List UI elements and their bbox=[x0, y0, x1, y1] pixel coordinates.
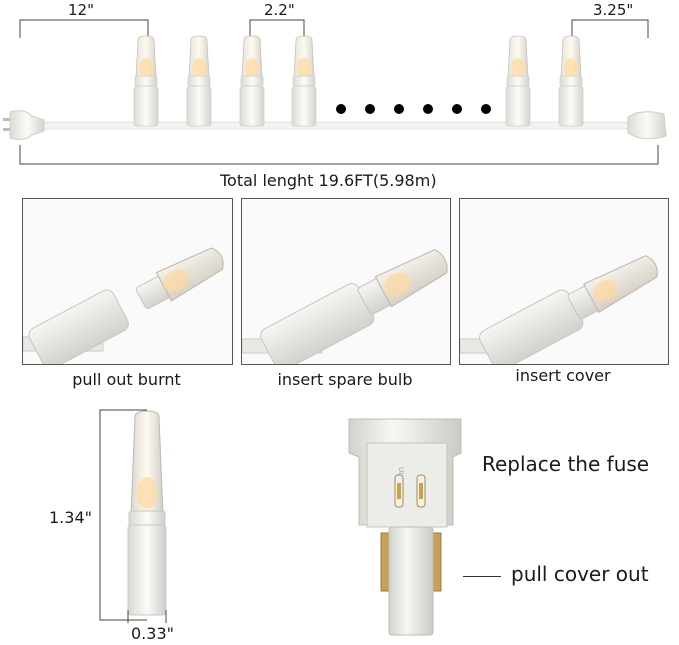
female-plug-icon bbox=[627, 111, 667, 140]
fuse-plug: UL bbox=[345, 415, 465, 640]
dim-label-spacing-bulbs: 2.2" bbox=[264, 1, 295, 19]
replace-fuse-label: Replace the fuse bbox=[482, 452, 650, 476]
step-panel-pull-out bbox=[22, 198, 233, 365]
step-caption-pull-out: pull out burnt bbox=[72, 370, 181, 389]
total-length-bracket bbox=[19, 145, 659, 165]
wire bbox=[35, 121, 635, 130]
bulb-dimension-diagram bbox=[95, 405, 185, 625]
step-panel-insert-cover bbox=[459, 198, 669, 365]
ellipsis-dots bbox=[336, 104, 491, 114]
bulb-width-label: 0.33" bbox=[131, 624, 174, 643]
string-diagram bbox=[0, 0, 679, 195]
dimension-bracket-left bbox=[19, 19, 149, 38]
bulb-icon bbox=[186, 35, 212, 127]
dim-label-spacing-end: 3.25" bbox=[593, 1, 634, 19]
step-caption-insert-bulb: insert spare bulb bbox=[277, 370, 413, 389]
dim-label-spacing-first: 12" bbox=[68, 1, 94, 19]
bulb-icon bbox=[505, 35, 531, 127]
bulb-height-label: 1.34" bbox=[49, 508, 92, 527]
svg-text:UL: UL bbox=[397, 467, 405, 476]
dimension-bracket-right bbox=[571, 19, 649, 38]
male-plug-icon bbox=[3, 110, 45, 140]
bulb-icon bbox=[133, 35, 159, 127]
total-length-label: Total lenght 19.6FT(5.98m) bbox=[217, 171, 440, 190]
bulb-icon bbox=[291, 35, 317, 127]
bulb-icon bbox=[558, 35, 584, 127]
pull-cover-label: pull cover out bbox=[511, 562, 649, 586]
pointer-line bbox=[463, 576, 501, 577]
step-caption-insert-cover: insert cover bbox=[515, 366, 611, 385]
bulb-icon bbox=[239, 35, 265, 127]
dimension-bracket-mid bbox=[249, 19, 305, 38]
step-panel-insert-bulb bbox=[241, 198, 451, 365]
